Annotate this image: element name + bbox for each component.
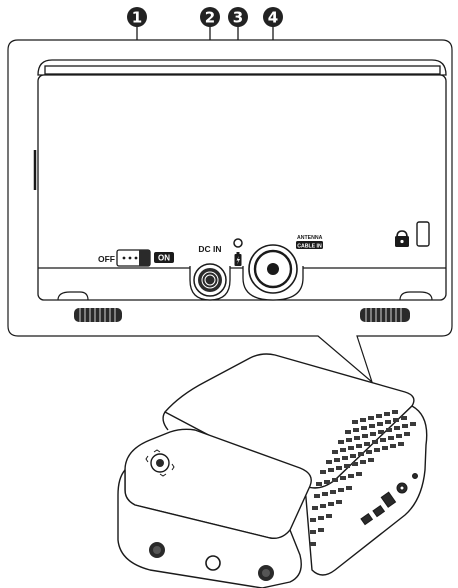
callout-marker-1: 1 [127, 7, 147, 27]
svg-text:2: 2 [205, 9, 215, 27]
svg-text:1: 1 [132, 9, 142, 27]
antenna-label: ANTENNA [297, 235, 323, 241]
on-label: ON [158, 254, 170, 263]
cable-in-label: CABLE IN [297, 243, 322, 249]
front-lens-area [149, 542, 274, 581]
svg-text:4: 4 [268, 9, 278, 27]
kensington-slot [416, 221, 430, 247]
rear-panel [33, 59, 447, 301]
charging-indicator [233, 238, 243, 266]
rear-foot-left [57, 291, 122, 322]
off-label: OFF [98, 254, 115, 264]
svg-text:3: 3 [233, 9, 243, 27]
rear-foot-right [360, 291, 433, 322]
dc-in-label: DC IN [198, 244, 221, 254]
battery-charge-icon [234, 252, 242, 266]
projector-iso-view [117, 353, 428, 588]
callout-marker-2: 2 [200, 7, 220, 27]
vent-grille [310, 410, 416, 546]
iso-rear-ports [360, 473, 418, 526]
power-switch: OFF ON [98, 249, 174, 267]
kensington-lock-icon [395, 230, 409, 247]
dc-in-port: DC IN [189, 244, 231, 301]
callout-marker-3: 3 [228, 7, 248, 27]
focus-control [145, 449, 175, 477]
callout-marker-4: 4 [263, 7, 283, 27]
antenna-cable-in: ANTENNA CABLE IN [242, 235, 323, 301]
